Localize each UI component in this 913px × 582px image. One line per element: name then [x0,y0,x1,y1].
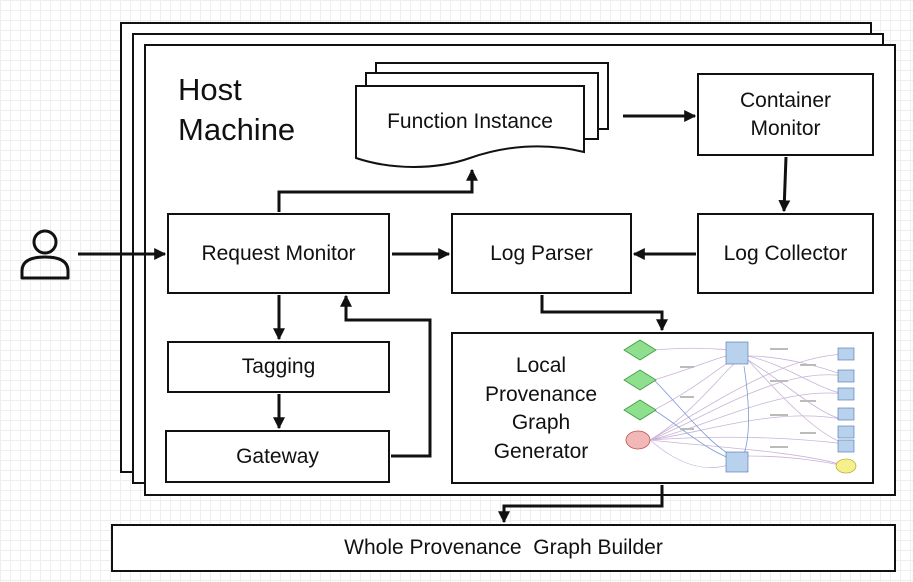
log-parser-box: Log Parser [451,213,632,294]
arrow-local-provenance-to-whole-provenance [498,485,664,524]
gateway-box: Gateway [165,430,390,483]
function-instance-label: Function Instance [387,110,553,133]
arrow-request-monitor-to-function-instance [277,168,478,212]
local-provenance-box [451,332,874,484]
tagging-label: Tagging [241,355,316,379]
log-collector-label: Log Collector [723,241,848,265]
whole-provenance-label: Whole Provenance Graph Builder [344,536,663,560]
container-monitor-box: Container Monitor [697,73,874,156]
host-title-line2: Machine [178,112,296,148]
function-instance-stack [355,62,609,168]
local-provenance-label: Local Provenance Graph Generator [484,354,598,463]
log-parser-label: Log Parser [490,241,593,265]
tagging-box: Tagging [167,341,390,393]
arrow-container-monitor-to-log-collector [778,156,791,213]
container-monitor-label: Container Monitor [739,89,832,140]
request-monitor-box: Request Monitor [167,213,390,294]
provenance-graph-thumbnail [623,339,857,474]
arrow-gateway-to-request-monitor [340,294,432,458]
gateway-label: Gateway [236,444,319,468]
whole-provenance-box: Whole Provenance Graph Builder [111,524,896,572]
host-machine-title: Host Machine [178,70,358,151]
arrow-log-parser-to-local-provenance [540,295,668,332]
log-collector-box: Log Collector [697,213,874,294]
user-icon [20,229,70,280]
host-title-line1: Host [178,72,242,107]
request-monitor-label: Request Monitor [201,241,356,265]
